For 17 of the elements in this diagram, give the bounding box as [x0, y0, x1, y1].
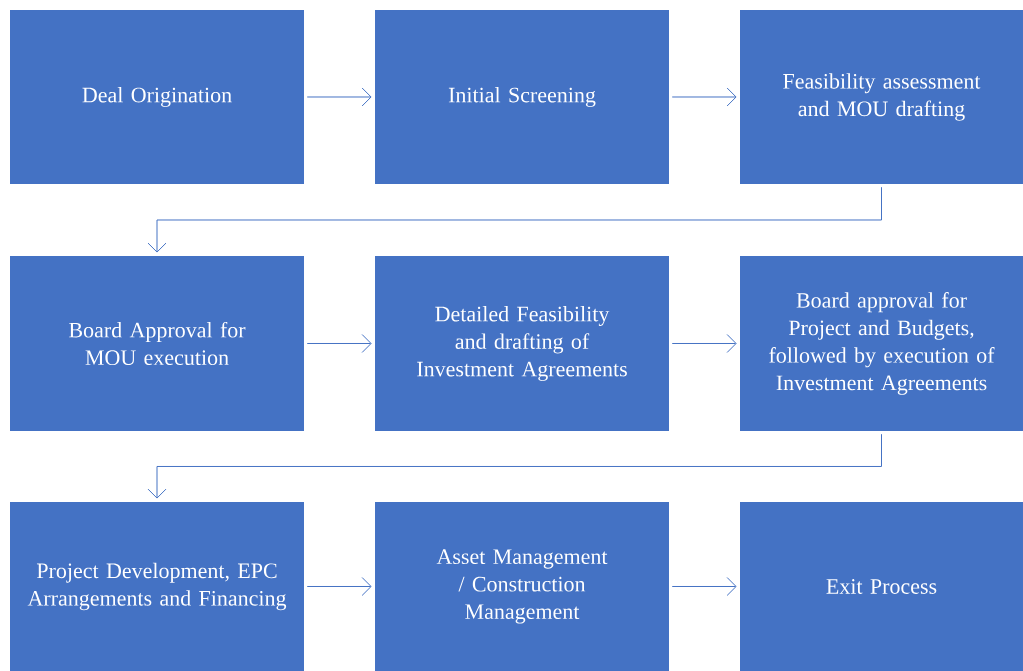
- process-box: Asset Management / Construction Management: [375, 502, 669, 671]
- arrow: [671, 334, 737, 353]
- arrow: [671, 87, 737, 107]
- process-box: Feasibility assessment and MOU drafting: [740, 10, 1023, 184]
- arrow: [306, 334, 372, 353]
- arrow: [147, 186, 882, 253]
- arrow: [671, 577, 737, 596]
- process-box: Initial Screening: [375, 10, 669, 184]
- arrow: [147, 433, 882, 499]
- process-box: Detailed Feasibility and drafting of Investment Agreements: [375, 256, 669, 431]
- arrow: [306, 87, 372, 107]
- process-box: Board approval for Project and Budgets, followed by execution of Investment Agreements: [740, 256, 1023, 431]
- process-box: Deal Origination: [10, 10, 304, 184]
- process-box: Project Development, EPC Arrangements and Financing: [10, 502, 304, 671]
- arrow: [306, 577, 372, 596]
- process-box: Exit Process: [740, 502, 1023, 671]
- process-box: Board Approval for MOU execution: [10, 256, 304, 431]
